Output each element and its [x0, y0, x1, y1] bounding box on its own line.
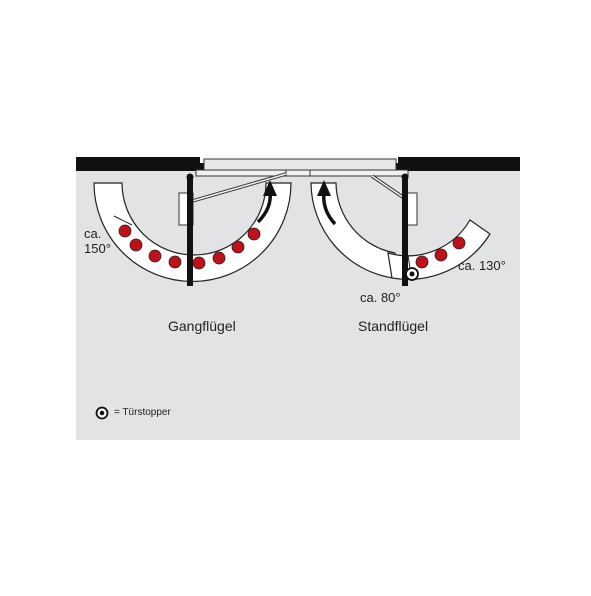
- position-dot: [247, 227, 261, 241]
- position-dots: [415, 236, 466, 269]
- angle-label-130: ca. 130°: [458, 258, 506, 273]
- angle-label-80: ca. 80°: [360, 290, 401, 305]
- hinge-icon: [186, 173, 194, 181]
- door-stop-icon: [405, 267, 419, 281]
- swing-arrow-icon: [317, 180, 337, 226]
- angle-label-150: ca. 150°: [84, 226, 111, 256]
- position-dot: [129, 238, 143, 252]
- position-dot: [434, 248, 448, 262]
- position-dots: [118, 224, 261, 270]
- position-dot: [415, 255, 429, 269]
- swing-arrow-icon: [256, 180, 277, 224]
- wing-label-standfluegel: Standflügel: [358, 318, 429, 334]
- position-dot: [168, 255, 182, 269]
- door-leaf: [402, 176, 408, 286]
- floor-panel: [76, 170, 520, 440]
- position-dot: [231, 240, 245, 254]
- legend-text: = Türstopper: [114, 407, 171, 418]
- position-dot: [148, 249, 162, 263]
- wing-gangfluegel: [93, 172, 292, 286]
- hinge-icon: [401, 173, 409, 181]
- position-dot: [192, 256, 206, 270]
- swing-arc-150: [93, 182, 292, 283]
- wing-standfluegel: [310, 173, 491, 286]
- wall: [76, 157, 520, 171]
- wing-label-gangfluegel: Gangflügel: [168, 318, 236, 334]
- closer-rail: [195, 158, 409, 177]
- position-dot: [452, 236, 466, 250]
- legend-door-stop-icon: [95, 406, 109, 420]
- door-leaf: [187, 176, 193, 286]
- position-dot: [212, 251, 226, 265]
- position-dot: [118, 224, 132, 238]
